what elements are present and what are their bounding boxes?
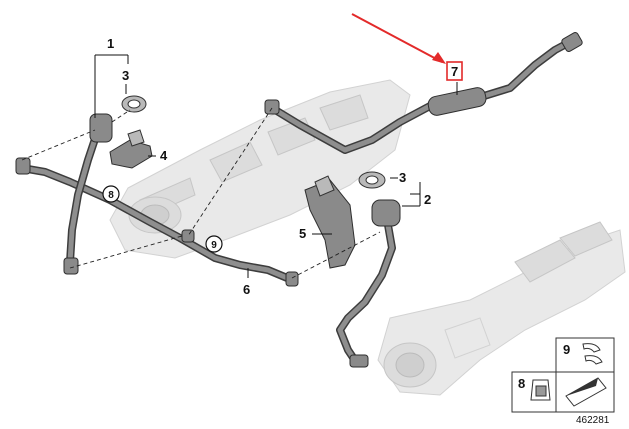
clip-3-upper (121, 95, 147, 113)
assembly-lines (21, 107, 381, 279)
callout-3-upper: 3 (122, 68, 129, 83)
callout-5: 5 (299, 226, 306, 241)
circled-callout-8: 8 (102, 185, 120, 203)
leader-lines (94, 54, 458, 278)
holder-4 (109, 129, 153, 169)
legend-item-8-number: 8 (518, 376, 525, 391)
bracket-5 (304, 175, 356, 269)
callout-2: 2 (424, 192, 431, 207)
charge-air-duct-ghost (377, 221, 626, 396)
vent-line-2 (336, 199, 401, 368)
callout-7: 7 (451, 64, 458, 79)
callout-3-lower: 3 (399, 170, 406, 185)
clip-8-icon (530, 379, 551, 401)
pointer-arrow-icon (565, 377, 607, 407)
legend-item-9-number: 9 (563, 342, 570, 357)
vent-hose-7 (264, 32, 583, 154)
clip-9-icon (582, 343, 603, 365)
highlight-arrow (351, 13, 463, 81)
legend-box: 9 8 (511, 337, 615, 413)
svg-text:8: 8 (108, 190, 114, 201)
svg-text:9: 9 (211, 240, 217, 251)
clip-3-lower (358, 171, 386, 189)
circled-callout-9: 9 (205, 235, 223, 253)
vent-line-1 (63, 113, 113, 275)
callout-1: 1 (107, 36, 114, 51)
callout-4: 4 (160, 148, 168, 163)
callout-6: 6 (243, 282, 250, 297)
vent-hose-6 (15, 157, 299, 287)
reference-number: 462281 (576, 415, 610, 426)
intake-manifold-ghost (109, 79, 411, 259)
